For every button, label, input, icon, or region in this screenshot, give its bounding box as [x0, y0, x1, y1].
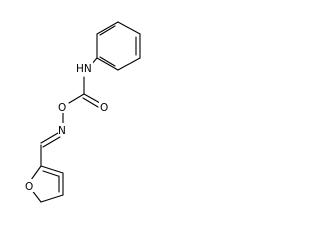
- atom-label-furan-o: O: [25, 179, 35, 193]
- carbonyl-ester-o-bond: [68, 93, 85, 104]
- phenyl-double-bond-2: [99, 56, 116, 67]
- atom-label-nh: HN: [76, 61, 93, 75]
- svg-text:O: O: [25, 181, 33, 193]
- svg-text:O: O: [100, 102, 108, 114]
- phenyl-bond-4: [96, 57, 119, 71]
- furan-bond-c5-c4: [40, 194, 64, 203]
- svg-text:N: N: [58, 125, 66, 137]
- furan-bond-c2-o: [30, 165, 42, 181]
- phenyl-bond-6: [96, 21, 119, 35]
- oxime-double-bond: [40, 132, 61, 148]
- carbonyl-double-bond: [82, 93, 101, 108]
- structure-canvas: HN O O N O: [25, 21, 141, 203]
- atom-label-ester-o: O: [58, 100, 68, 114]
- atom-label-oxime-n: N: [58, 123, 68, 137]
- phenyl-bond-1: [117, 21, 141, 35]
- furan-bond-c3-c2: [40, 165, 64, 174]
- molecule-drawing: HN O O N O: [25, 21, 141, 203]
- phenyl-ring: [96, 21, 141, 71]
- svg-text:O: O: [58, 102, 66, 114]
- phenyl-double-bond-3: [99, 25, 116, 36]
- phenyl-bond-3: [117, 57, 141, 71]
- furan-double-bond-2: [42, 170, 59, 177]
- furan-ring: [30, 165, 64, 203]
- atom-label-carbonyl-o: O: [99, 100, 109, 114]
- svg-text:HN: HN: [76, 63, 92, 75]
